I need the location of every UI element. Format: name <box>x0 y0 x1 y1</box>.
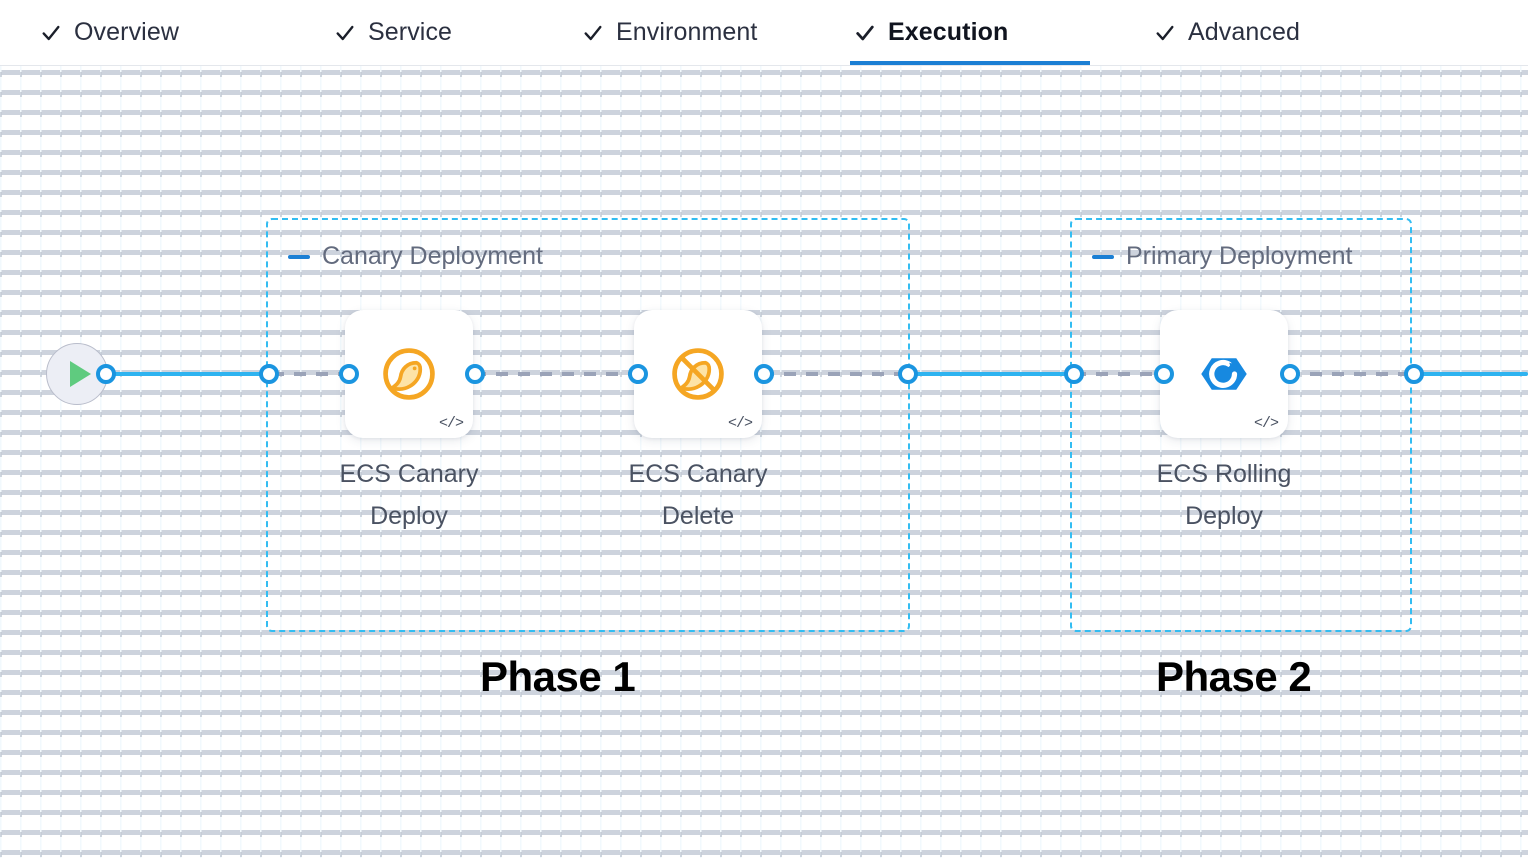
group-canary-deployment[interactable]: Canary Deployment <box>266 218 910 632</box>
minus-icon[interactable] <box>288 254 310 259</box>
node-ecs-rolling-deploy[interactable]: </> <box>1160 310 1288 438</box>
tab-overview[interactable]: Overview <box>36 0 226 65</box>
tab-execution-label: Execution <box>888 18 1009 46</box>
node-label-line-1: ECS Rolling <box>1156 460 1292 488</box>
node-ecs-rolling-deploy-label: ECS Rolling Deploy <box>1124 453 1324 537</box>
minus-icon[interactable] <box>1092 254 1114 259</box>
rolling-deploy-icon <box>1160 310 1288 438</box>
port-ecs-rolling-deploy-input[interactable] <box>1154 364 1174 384</box>
node-label-line-1: ECS Canary <box>628 460 768 488</box>
play-icon <box>69 361 91 387</box>
port-ecs-canary-delete-output[interactable] <box>754 364 774 384</box>
check-icon <box>582 22 604 44</box>
check-icon <box>1154 22 1176 44</box>
node-label-line-1: ECS Canary <box>339 460 479 488</box>
tab-environment[interactable]: Environment <box>578 0 804 65</box>
group-canary-deployment-header[interactable]: Canary Deployment <box>288 242 543 271</box>
group-primary-deployment-title: Primary Deployment <box>1126 242 1353 270</box>
port-ecs-canary-deploy-input[interactable] <box>339 364 359 384</box>
tab-execution[interactable]: Execution <box>850 0 1090 65</box>
node-label-line-2: Deploy <box>370 502 448 530</box>
group-primary-deployment-header[interactable]: Primary Deployment <box>1092 242 1352 271</box>
node-ecs-canary-deploy[interactable]: </> <box>345 310 473 438</box>
edge-primary-group-to-next <box>1414 372 1528 376</box>
edge-canary-group-to-primary-group <box>908 372 1076 376</box>
code-badge-icon[interactable]: </> <box>1253 415 1279 432</box>
edge-canary-group-to-deploy <box>272 372 352 376</box>
port-canary-group-output[interactable] <box>898 364 918 384</box>
pipeline-tab-bar: Overview Service Environment Execution A <box>0 0 1528 66</box>
edge-primary-group-to-rolling <box>1074 372 1168 376</box>
port-primary-group-output[interactable] <box>1404 364 1424 384</box>
edge-rolling-to-primary-group-exit <box>1288 372 1416 376</box>
tab-service[interactable]: Service <box>330 0 490 65</box>
node-ecs-canary-delete[interactable]: </> <box>634 310 762 438</box>
canary-bird-icon <box>345 310 473 438</box>
node-label-line-2: Delete <box>661 502 735 530</box>
tab-overview-label: Overview <box>74 18 179 46</box>
edge-delete-to-canary-group-exit <box>762 372 912 376</box>
port-ecs-canary-deploy-output[interactable] <box>465 364 485 384</box>
annotation-phase-1: Phase 1 <box>480 653 636 700</box>
code-badge-icon[interactable]: </> <box>727 415 753 432</box>
tab-environment-label: Environment <box>616 18 758 46</box>
check-icon <box>40 22 62 44</box>
canary-bird-slash-icon <box>634 310 762 438</box>
node-label-line-2: Deploy <box>1185 502 1263 530</box>
port-ecs-canary-delete-input[interactable] <box>628 364 648 384</box>
group-primary-deployment[interactable]: Primary Deployment <box>1070 218 1412 632</box>
node-ecs-canary-deploy-label: ECS Canary Deploy <box>309 453 509 537</box>
group-canary-deployment-title: Canary Deployment <box>322 242 543 270</box>
tab-advanced-label: Advanced <box>1188 18 1300 46</box>
port-ecs-rolling-deploy-output[interactable] <box>1280 364 1300 384</box>
annotation-phase-2: Phase 2 <box>1156 653 1312 700</box>
pipeline-canvas[interactable]: Canary Deployment Primary Deployment <box>0 66 1528 858</box>
check-icon <box>854 22 876 44</box>
tab-service-label: Service <box>368 18 453 46</box>
port-primary-group-input[interactable] <box>1064 364 1084 384</box>
port-canary-group-input[interactable] <box>259 364 279 384</box>
port-start-output[interactable] <box>96 364 116 384</box>
check-icon <box>334 22 356 44</box>
code-badge-icon[interactable]: </> <box>438 415 464 432</box>
edge-start-to-canary-group <box>105 372 273 376</box>
edge-deploy-to-delete <box>474 372 642 376</box>
tab-advanced[interactable]: Advanced <box>1150 0 1346 65</box>
node-ecs-canary-delete-label: ECS Canary Delete <box>598 453 798 537</box>
